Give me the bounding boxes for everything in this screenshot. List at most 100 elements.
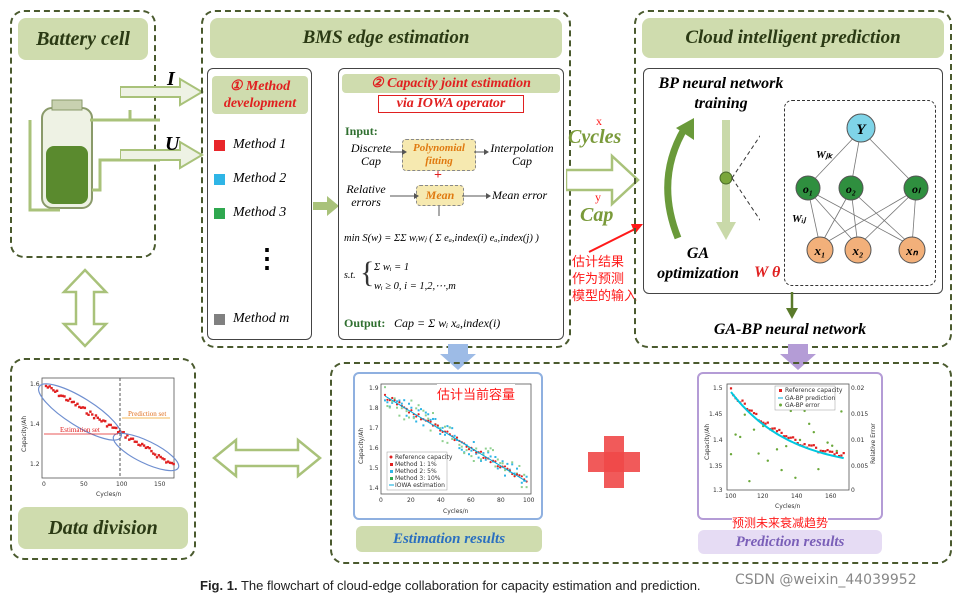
division-point [104,419,107,423]
pred-error-point [831,444,834,447]
division-point [115,426,118,430]
constraint-1: Σ wᵢ = 1 [374,262,410,273]
est-reference-point [436,424,439,427]
pred-y2tick-3: 0.005 [851,463,868,470]
iowa-title-line2: via IOWA operator [378,95,524,113]
pred-error-point [803,409,806,413]
iowa-title-line1: ② Capacity joint estimation [342,74,560,93]
est-method-point [400,407,403,410]
division-point [131,437,135,440]
est-reference-point [503,465,507,468]
pred-xtick-3: 160 [825,493,837,500]
method-panel-title: ① Method development [212,76,308,114]
pred-reference-point [741,399,744,402]
division-point [96,416,99,419]
neural-network-diagram: Y o₁ o₂ oₗ x₁ x₂ xₙ Wⱼₖ Wᵢⱼ [792,113,929,264]
division-point [172,462,175,466]
division-point [122,430,125,434]
est-xlabel: Cycles/n [443,508,469,515]
pred-y2tick-2: 0.01 [851,437,865,444]
div-xtick-1: 50 [80,481,88,488]
est-method-point [487,450,490,453]
division-point [68,397,72,401]
pred-reference-point [787,436,790,440]
pred-error-point [794,476,797,479]
est-method-point [520,481,523,484]
est-method-point [446,425,449,428]
pred-reference-point [831,450,834,453]
division-point [165,461,168,464]
discrete-cap-label: Discrete Cap [350,141,392,168]
division-point [72,400,75,404]
output-formula: Cap = Σ wᵢ xₐ,index(i) [394,316,501,330]
division-point [109,423,112,427]
est-method-point [384,399,386,402]
division-point [57,394,61,398]
pred-error-point [808,422,811,426]
division-point [152,452,155,455]
method-item-2: Method 2 [214,171,286,187]
division-point [98,418,101,421]
node-x2: x₂ [851,243,863,258]
division-point [153,453,157,456]
division-point [76,402,79,406]
pred-reference-point [750,409,753,412]
pred-y2tick-1: 0.015 [851,411,868,418]
figure-number: Fig. 1. [200,578,238,593]
est-method-point [489,447,492,450]
est-method-point [434,418,437,421]
division-estimation-double-arrow [212,437,322,479]
node-ol: oₗ [912,182,921,196]
est-reference-point [455,436,459,439]
node-y: Y [856,122,867,138]
division-point [78,405,81,409]
weight-jk: Wⱼₖ [816,149,834,161]
division-point [46,386,50,389]
est-reference-point [398,401,401,404]
pred-reference-point [828,450,831,453]
est-legend-0: Reference capacity [395,454,453,461]
est-method-point [492,449,494,452]
division-point [116,431,120,434]
est-method-point [446,441,449,444]
pred-reference-point [840,454,843,457]
est-method-point [504,469,506,472]
division-point [148,446,151,450]
est-method-point [501,462,504,465]
est-method-point [386,405,389,408]
pred-reference-point [838,454,841,458]
est-method-point [482,453,485,456]
method-m-swatch [214,313,225,325]
est-method-point [396,400,398,403]
division-point [91,413,94,416]
est-method-point [417,404,420,407]
iowa-flow-arrows [390,149,491,216]
est-method-point [400,402,403,405]
division-point [89,410,92,413]
pred-reference-point [748,409,751,412]
voltage-label: U [165,133,180,155]
est-reference-point [407,411,411,414]
estimate-current-note: 估计当前容量 [437,384,516,403]
est-method-point [470,449,473,452]
cloud-header: Cloud intelligent prediction [642,18,944,58]
interpolation-cap-label: Interpolation Cap [490,141,554,168]
est-method-point [408,416,410,419]
division-point [126,434,129,437]
div-xtick-0: 0 [42,481,46,488]
cap-label: Cap [580,204,614,226]
cycles-label: Cycles [568,126,622,148]
est-method-point [415,407,418,410]
est-method-point [432,417,434,420]
div-ytick-0: 1.6 [30,381,40,388]
battery-cell-header: Battery cell [18,18,148,60]
est-method-point [501,460,504,463]
node-xn: xₙ [905,243,919,258]
div-xtick-2: 100 [116,481,128,488]
edge-to-cloud-arrow [566,153,640,207]
pred-ytick-3: 1.35 [709,463,723,470]
pred-reference-point [794,438,797,441]
est-legend-1: Method 1: 1% [395,461,437,468]
est-method-point [441,440,444,443]
pred-error-point [826,441,829,444]
